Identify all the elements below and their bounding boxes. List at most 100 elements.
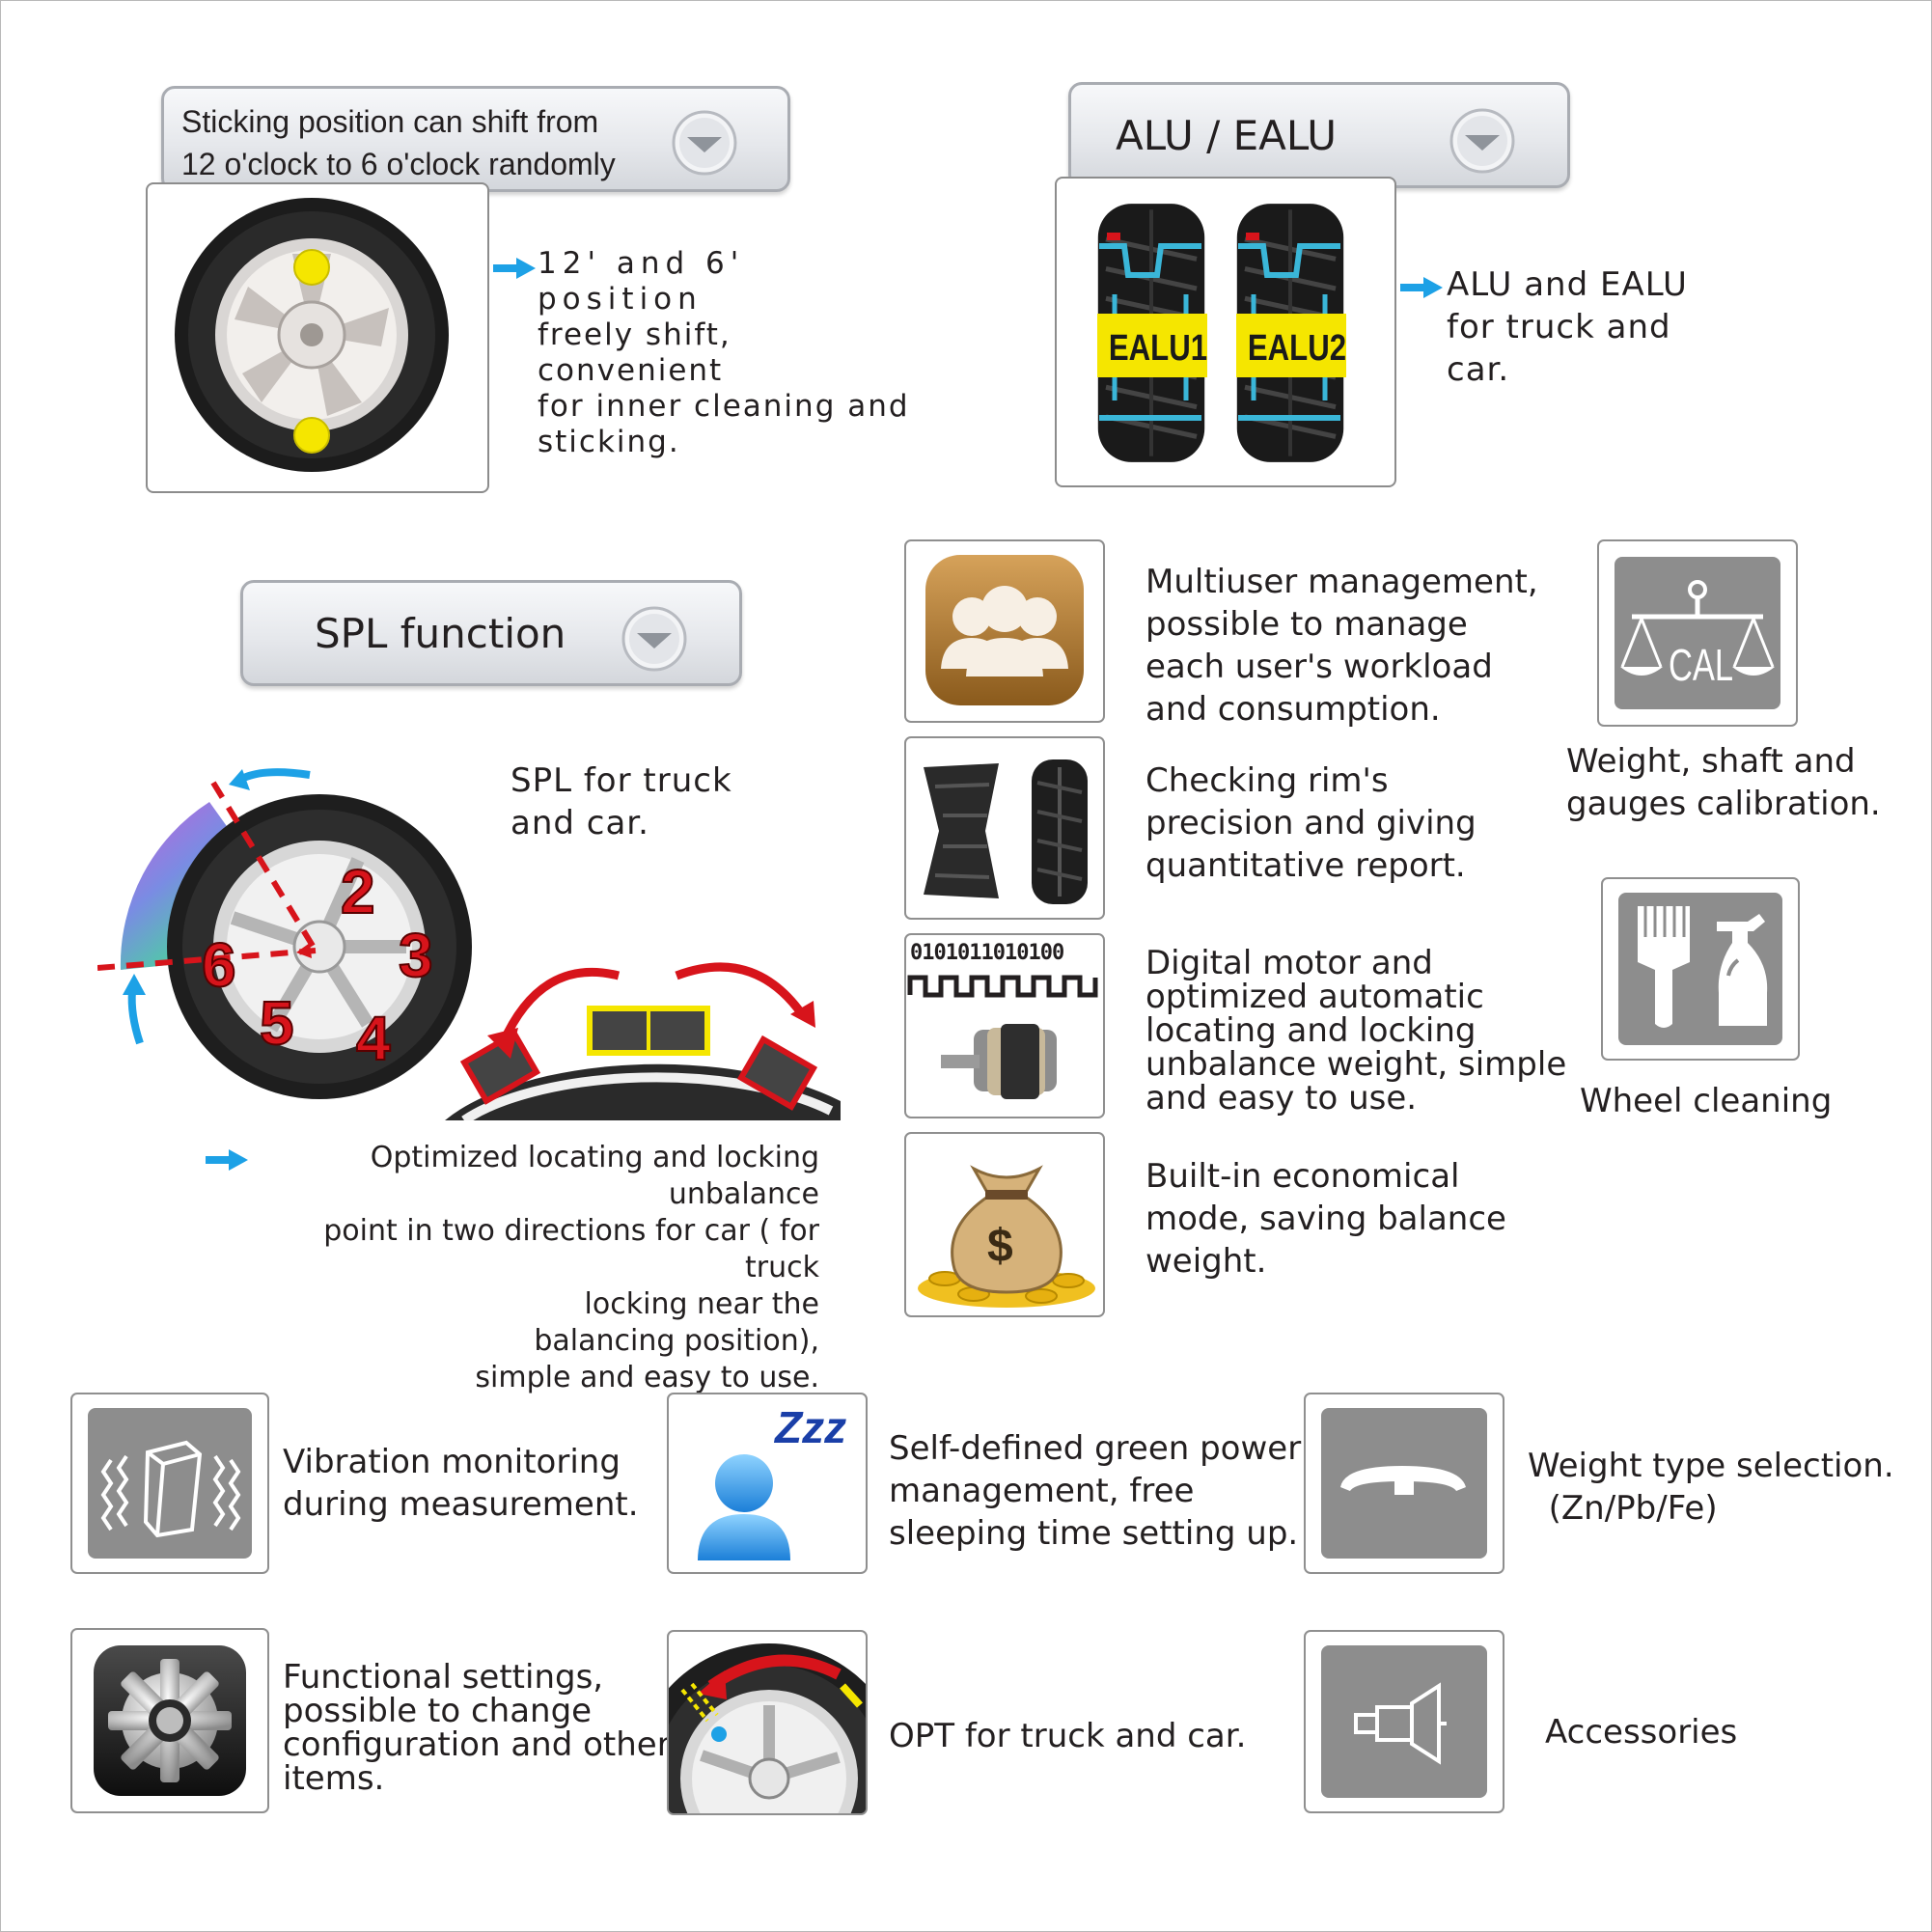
spl-desc-line-2: point in two directions for car ( for tr… [323, 1214, 819, 1284]
opt-wheel-icon [669, 1643, 866, 1813]
accessories-description: Accessories [1545, 1711, 1737, 1753]
accessories-label: Accessories [1545, 1713, 1738, 1752]
opt-description: OPT for truck and car. [889, 1715, 1246, 1757]
digital-motor-description: Digital motor and optimized automatic lo… [1145, 947, 1566, 1116]
digital-motor-desc-line-4: unbalance weight, simple [1145, 1045, 1567, 1084]
economy-desc-line-2: mode, saving balance [1145, 1200, 1506, 1238]
weight-type-description: Weight type selection. (Zn/Pb/Fe) [1528, 1445, 1894, 1530]
spl-number-3: 3 [398, 921, 434, 990]
economy-description: Built-in economical mode, saving balance… [1145, 1155, 1506, 1283]
chevron-down-icon[interactable] [670, 108, 739, 178]
multiuser-icon-box [904, 539, 1105, 723]
settings-desc-line-1: Functional settings, [283, 1658, 604, 1697]
weight-type-desc-line-2: (Zn/Pb/Fe) [1528, 1489, 1718, 1528]
alu-ealu-header[interactable]: ALU / EALU [1068, 82, 1570, 188]
arrow-right-icon [493, 258, 536, 279]
spl-caption-line-1: SPL for truck [511, 761, 732, 800]
spl-function-header[interactable]: SPL function [240, 580, 742, 686]
spl-function-title: SPL function [315, 610, 566, 657]
arrow-right-icon [1400, 277, 1443, 298]
economy-desc-line-1: Built-in economical [1145, 1157, 1460, 1196]
rim-check-description: Checking rim's precision and giving quan… [1145, 759, 1477, 887]
alu-desc-line-3: car. [1447, 350, 1510, 389]
money-bag-icon [918, 1165, 1095, 1308]
sticking-description: 12' and 6' position freely shift, conven… [538, 246, 914, 460]
scale-icon [1615, 557, 1780, 709]
alu-desc-line-1: ALU and EALU [1447, 265, 1688, 304]
multiuser-desc-line-1: Multiuser management, [1145, 563, 1538, 601]
vibration-desc-line-1: Vibration monitoring [283, 1443, 621, 1481]
rim-check-desc-line-3: quantitative report. [1145, 846, 1466, 885]
binary-code-text: 0101011010100 [910, 941, 1064, 965]
power-desc-line-2: management, free [889, 1472, 1195, 1510]
sticking-header-line-2: 12 o'clock to 6 o'clock randomly [181, 147, 616, 181]
brush-spray-icon [1618, 893, 1782, 1045]
spl-number-6: 6 [201, 930, 237, 1000]
spl-caption: SPL for truck and car. [511, 759, 732, 844]
wheel-image [175, 198, 449, 472]
settings-desc-line-2: possible to change [283, 1692, 593, 1730]
calibration-desc-line-1: Weight, shaft and [1566, 742, 1856, 781]
chevron-down-icon[interactable] [620, 604, 689, 674]
sticking-wheel-card [146, 182, 489, 493]
wheel-cleaning-icon-box [1601, 877, 1800, 1061]
opt-icon-box [667, 1630, 868, 1815]
economy-desc-line-3: weight. [1145, 1242, 1267, 1281]
spl-desc-line-1: Optimized locating and locking unbalance [370, 1141, 819, 1211]
power-management-icon-box: Zzz [667, 1393, 868, 1574]
gear-motor-icon [907, 975, 1098, 1099]
ealu1-label: EALU1 [1108, 328, 1208, 369]
rim-check-desc-line-1: Checking rim's [1145, 761, 1389, 800]
accessories-icon-box [1304, 1630, 1504, 1813]
ealu-tires-card: EALU1 EALU2 [1055, 177, 1396, 487]
economy-icon-box: $ [904, 1132, 1105, 1317]
vibration-desc-line-2: during measurement. [283, 1485, 639, 1524]
wheel-cleaning-description: Wheel cleaning [1580, 1080, 1832, 1122]
cal-icon-text: CAL [1669, 640, 1734, 690]
spl-desc-line-4: balancing position), [534, 1324, 819, 1358]
alu-description: ALU and EALU for truck and car. [1447, 263, 1688, 391]
weight-type-desc-line-1: Weight type selection. [1528, 1447, 1894, 1485]
sticking-desc-line-3: for inner cleaning and [538, 389, 910, 424]
power-desc-line-3: sleeping time setting up. [889, 1514, 1299, 1553]
spl-desc-line-3: locking near the [584, 1287, 819, 1321]
sticking-desc-line-4: sticking. [538, 425, 680, 459]
accessories-icon [1321, 1645, 1487, 1798]
calibration-icon-box: CAL [1597, 539, 1798, 727]
spl-number-5: 5 [259, 988, 295, 1058]
digital-motor-icon-box: 0101011010100 [904, 933, 1105, 1118]
rim-check-icon-box [904, 736, 1105, 920]
sleep-zzz-icon: Zzz [775, 1402, 847, 1452]
weight-type-icon-box [1304, 1393, 1504, 1574]
multiuser-icon [925, 555, 1084, 705]
multiuser-desc-line-3: each user's workload [1145, 648, 1493, 686]
sticking-desc-line-1: 12' and 6' position [538, 246, 745, 317]
spl-number-2: 2 [340, 857, 376, 926]
sleeping-user-icon [698, 1454, 790, 1560]
spl-illustration: 2 3 4 5 6 [97, 754, 841, 1120]
spl-description: Optimized locating and locking unbalance… [242, 1140, 819, 1396]
tire-pair-icon [924, 759, 1088, 904]
digital-motor-desc-line-3: locating and locking [1145, 1011, 1477, 1050]
spl-caption-line-2: and car. [511, 804, 649, 842]
vibration-description: Vibration monitoring during measurement. [283, 1441, 639, 1526]
vibration-icon-box [70, 1393, 269, 1574]
calibration-description: Weight, shaft and gauges calibration. [1566, 740, 1881, 825]
sticking-header-line-1: Sticking position can shift from [181, 104, 599, 139]
wheel-cleaning-label: Wheel cleaning [1580, 1082, 1833, 1120]
dollar-sign-icon: $ [987, 1221, 1013, 1272]
vibration-icon [88, 1408, 252, 1559]
digital-motor-desc-line-1: Digital motor and [1145, 944, 1433, 982]
gear-icon [94, 1645, 246, 1796]
digital-motor-desc-line-2: optimized automatic [1145, 978, 1484, 1016]
multiuser-description: Multiuser management, possible to manage… [1145, 561, 1538, 731]
settings-description: Functional settings, possible to change … [283, 1661, 671, 1796]
chevron-down-icon[interactable] [1448, 106, 1517, 176]
sticking-position-header[interactable]: Sticking position can shift from 12 o'cl… [161, 86, 790, 192]
multiuser-desc-line-4: and consumption. [1145, 690, 1441, 729]
calibration-desc-line-2: gauges calibration. [1566, 785, 1881, 823]
settings-desc-line-3: configuration and other [283, 1725, 671, 1764]
power-desc-line-1: Self-defined green power [889, 1429, 1302, 1468]
settings-desc-line-4: items. [283, 1759, 385, 1798]
